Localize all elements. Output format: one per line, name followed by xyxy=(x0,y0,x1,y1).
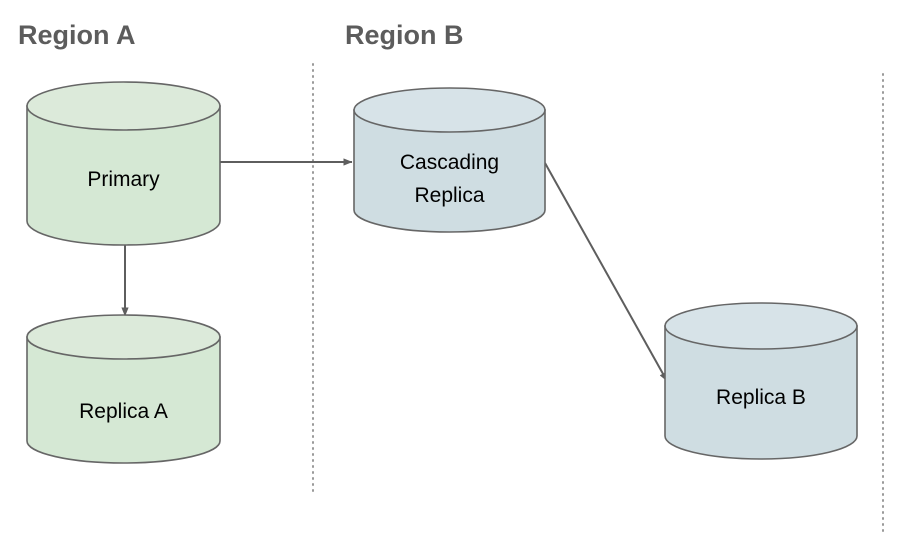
replica-b-cylinder-body xyxy=(664,325,858,460)
cascading-replica-cylinder-body xyxy=(353,109,546,233)
replica-b-label: Replica B xyxy=(716,386,806,409)
edge-arrow-line xyxy=(544,162,668,382)
replica-a-cylinder-top xyxy=(26,314,221,360)
node-replica-b[interactable]: Replica B xyxy=(664,302,858,460)
cascading-replica-label-line1: Cascading xyxy=(400,151,499,174)
primary-cylinder-top xyxy=(26,81,221,131)
replica-b-cylinder-top xyxy=(664,302,858,350)
node-primary[interactable]: Primary xyxy=(26,81,221,246)
cascading-replica-cylinder-top xyxy=(353,87,546,133)
replica-a-label: Replica A xyxy=(79,400,168,423)
cascading-replica-label-line2: Replica xyxy=(414,184,484,207)
primary-label: Primary xyxy=(87,168,160,191)
edge-cascading-replica-to-replica-b xyxy=(544,162,668,382)
region-b-title: Region B xyxy=(345,20,464,50)
region-a-title: Region A xyxy=(18,20,136,50)
node-replica-a[interactable]: Replica A xyxy=(26,314,221,464)
primary-cylinder-body xyxy=(26,105,221,246)
replica-a-cylinder-body xyxy=(26,336,221,464)
node-cascading-replica[interactable]: Cascading Replica xyxy=(353,87,546,233)
